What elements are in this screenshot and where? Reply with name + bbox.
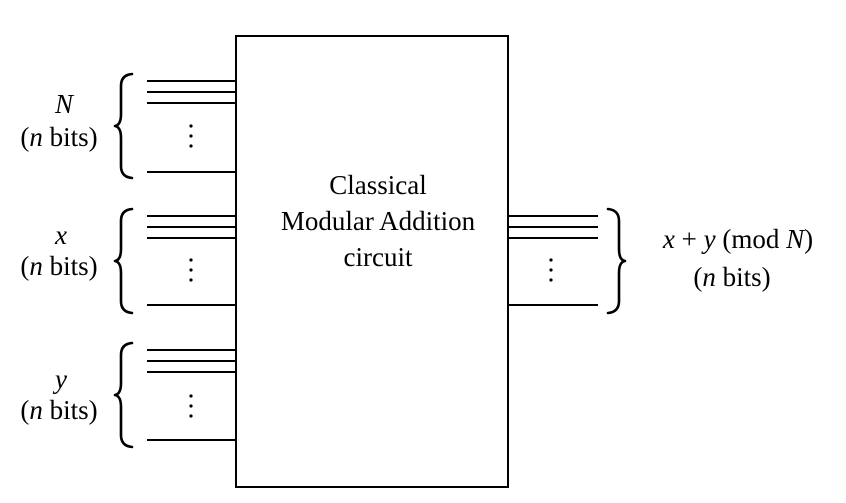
vertical-ellipsis-x: [189, 258, 193, 282]
circuit-label-line-1: Classical: [329, 170, 426, 200]
input-label-x-bits: (n bits): [20, 251, 97, 281]
input-label-x-var: x: [54, 220, 67, 250]
output-label-bits: (n bits): [693, 262, 770, 292]
input-bundle-x: [113, 207, 236, 315]
input-bundle-n: [113, 72, 236, 180]
left-brace-x: [113, 207, 134, 315]
circuit-box: [235, 35, 509, 488]
vertical-ellipsis-n: [189, 124, 193, 148]
input-label-y-bits: (n bits): [20, 395, 97, 425]
left-brace-n: [113, 72, 134, 180]
circuit-label-line-3: circuit: [344, 242, 413, 272]
output-bundle: [508, 207, 627, 315]
right-brace-output: [606, 207, 627, 315]
input-bundle-y: [113, 341, 236, 449]
output-label-expression: x + y (mod N): [662, 224, 813, 254]
vertical-ellipsis-out: [549, 258, 553, 282]
input-label-n-var: N: [54, 89, 75, 119]
circuit-label-line-2: Modular Addition: [281, 206, 476, 236]
vertical-ellipsis-y: [189, 394, 193, 418]
input-label-n-bits: (n bits): [20, 122, 97, 152]
left-brace-y: [113, 341, 134, 449]
input-label-y-var: y: [52, 364, 67, 394]
